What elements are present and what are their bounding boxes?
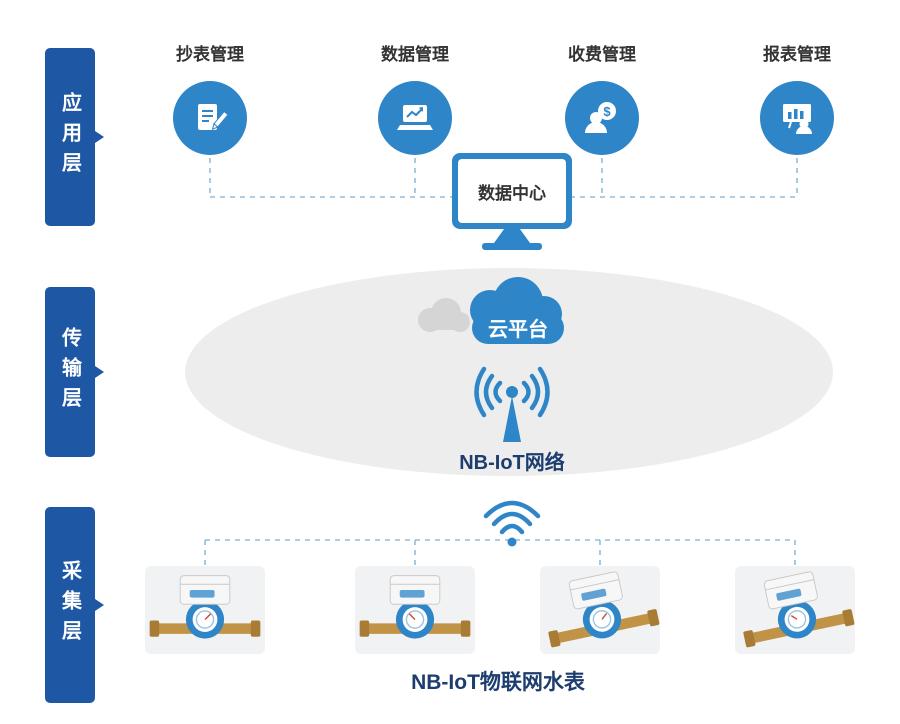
water-meter-4 xyxy=(735,566,855,654)
layer-label-transmission: 传输层 xyxy=(45,287,104,457)
layer-label-collection: 采集层 xyxy=(45,507,104,703)
water-meter-1 xyxy=(145,566,265,654)
module-label: 数据管理 xyxy=(381,45,449,64)
fee-management-icon: $ xyxy=(585,102,616,133)
module-icon-circle xyxy=(760,81,834,155)
nbiot-network-label: NB-IoT网络 xyxy=(459,452,565,474)
water-meter-3 xyxy=(540,566,660,654)
module-label: 抄表管理 xyxy=(176,45,244,64)
data-center-monitor: 数据中心 xyxy=(452,153,572,229)
water-meter-icon xyxy=(743,571,855,648)
module-label: 收费管理 xyxy=(568,45,636,64)
layer-label-text: 应用层 xyxy=(58,92,81,182)
module-icon-circle xyxy=(173,81,247,155)
svg-text:$: $ xyxy=(603,104,611,119)
water-meter-2 xyxy=(355,566,475,654)
cloud-icon xyxy=(418,277,564,344)
data-center-label: 数据中心 xyxy=(458,159,566,223)
cloud-platform-label: 云平台 xyxy=(488,319,548,341)
layer-label-application: 应用层 xyxy=(45,48,104,226)
water-meter-icon xyxy=(359,575,471,639)
module-fee-management: 收费管理 $ xyxy=(532,40,672,155)
nbiot-antenna-icon xyxy=(474,366,550,442)
module-report-management: 报表管理 xyxy=(727,40,867,155)
monitor-base xyxy=(482,243,542,250)
module-meter-reading: 抄表管理 xyxy=(140,40,280,155)
module-icon-circle: $ xyxy=(565,81,639,155)
report-management-icon xyxy=(783,104,812,134)
water-meter-caption: NB-IoT物联网水表 xyxy=(411,671,585,694)
wifi-icon xyxy=(483,500,541,547)
module-label: 报表管理 xyxy=(763,45,831,64)
water-meter-icon xyxy=(548,571,660,648)
data-management-icon xyxy=(397,105,433,130)
module-data-management: 数据管理 xyxy=(345,40,485,155)
module-icon-circle xyxy=(378,81,452,155)
monitor-stand xyxy=(494,229,530,243)
layer-label-text: 传输层 xyxy=(58,327,81,417)
meter-reading-icon xyxy=(198,104,229,131)
layer-label-text: 采集层 xyxy=(58,560,81,650)
water-meter-icon xyxy=(149,575,261,639)
